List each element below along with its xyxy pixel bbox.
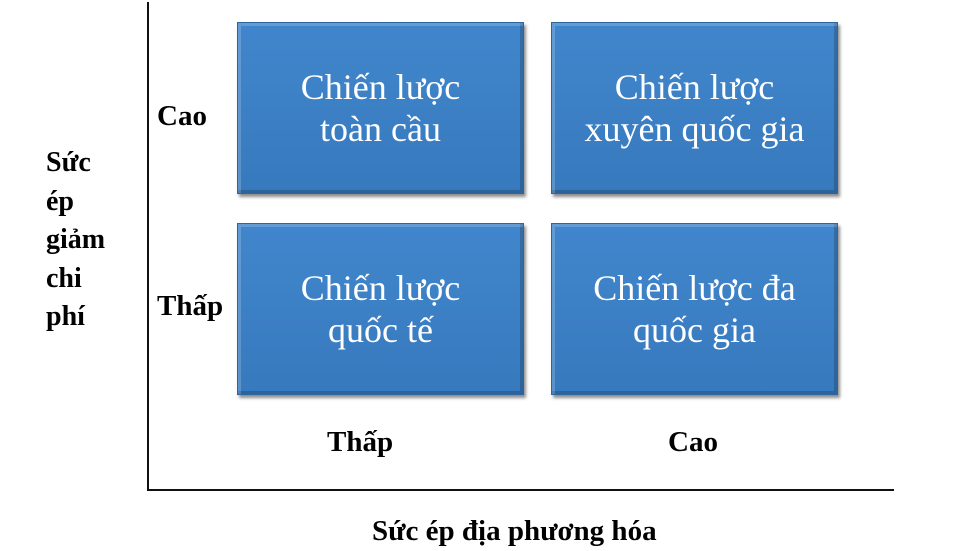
quadrant-text: Chiến lược bbox=[300, 268, 461, 308]
quadrant-text: quốc tế bbox=[328, 310, 433, 350]
y-axis-line bbox=[147, 2, 149, 491]
x-axis-low-label: Thấp bbox=[327, 426, 394, 458]
y-axis-title-line: chi bbox=[46, 262, 82, 294]
x-axis-high-label: Cao bbox=[668, 426, 718, 458]
x-axis-line bbox=[147, 489, 894, 491]
x-axis-title: Sức ép địa phương hóa bbox=[372, 515, 657, 547]
y-axis-low-label: Thấp bbox=[157, 290, 224, 322]
quadrant-text: xuyên quốc gia bbox=[584, 109, 805, 149]
quadrant-text: Chiến lược bbox=[614, 67, 775, 107]
y-axis-title-line: phí bbox=[46, 301, 85, 332]
quadrant-text: Chiến lược đa bbox=[593, 268, 796, 308]
y-axis-title-line: Sức bbox=[46, 147, 91, 178]
quadrant-text: quốc gia bbox=[633, 310, 756, 350]
quadrant-text: toàn cầu bbox=[320, 109, 441, 149]
quadrant-text: Chiến lược bbox=[300, 67, 461, 107]
y-axis-high-label: Cao bbox=[157, 100, 207, 132]
y-axis-title-line: giảm bbox=[46, 224, 106, 255]
y-axis-title-line: ép bbox=[46, 185, 74, 217]
y-axis-title: Sức ép giảm chi phí bbox=[46, 144, 105, 337]
